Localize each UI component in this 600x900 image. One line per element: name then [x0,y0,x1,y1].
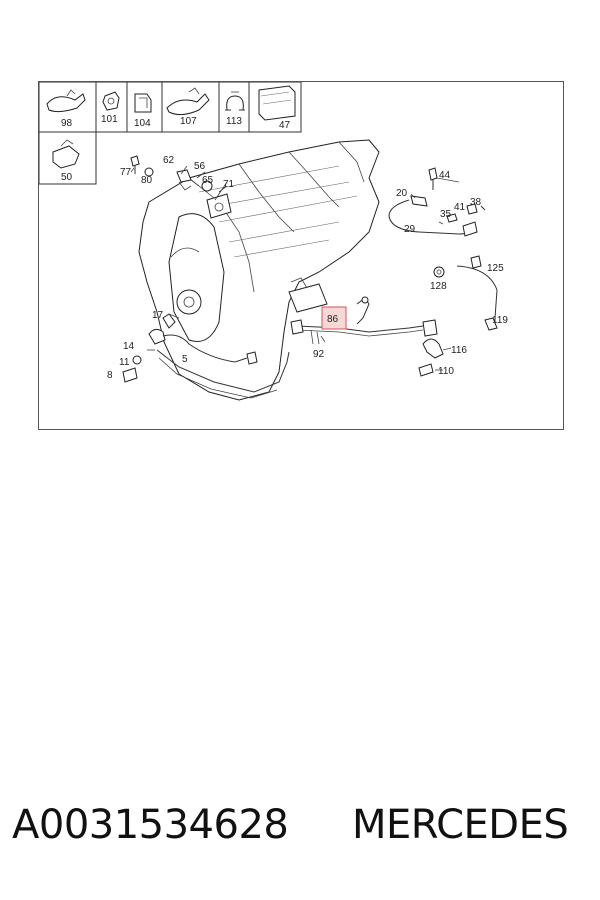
crank-sensor-cable [388,167,486,237]
callout-92: 92 [313,349,325,360]
callout-44: 44 [439,170,451,181]
parts-diagram: 98 101 104 107 [38,81,564,430]
callout-86: 86 [327,314,339,325]
highlight-box-86 [321,306,347,330]
nut-101-icon [102,91,120,111]
callout-77: 77 [120,167,132,178]
callout-125: 125 [487,263,504,274]
parts-legend-box: 98 101 104 107 [39,82,302,185]
callout-17: 17 [152,310,164,321]
callout-65: 65 [202,175,214,186]
leader-lines [130,165,460,371]
callout-56: 56 [194,161,206,172]
bracket-104-icon [134,93,152,113]
callout-119: 119 [492,315,508,326]
clamp-107-icon [166,87,210,116]
callout-107: 107 [180,116,197,127]
hose-clip-113-icon [225,91,245,111]
callout-38: 38 [470,197,482,208]
callout-110: 110 [438,366,454,377]
callout-104: 104 [134,118,151,129]
callout-8: 8 [107,370,113,381]
callout-71: 71 [223,179,235,190]
oil-level-sensor-cable [122,313,258,383]
callout-113: 113 [226,116,242,127]
callout-29: 29 [404,224,416,235]
sensor-assembly-top [130,155,213,192]
callout-5: 5 [182,354,188,365]
callout-98: 98 [61,118,73,129]
callout-62: 62 [163,155,175,166]
footer: A0031534628 MERCEDES [0,800,600,870]
legend-row-border [39,82,302,133]
part-number: A0031534628 [12,802,289,848]
ground-cable [433,255,498,331]
clip-50-icon [52,139,80,169]
callout-116: 116 [451,345,467,356]
callout-128: 128 [430,281,447,292]
callout-20: 20 [396,188,408,199]
callout-101: 101 [101,114,118,125]
brand-name: MERCEDES [352,802,569,848]
callout-41: 41 [454,202,466,213]
clip-98-icon [46,89,86,113]
engine-block-illustration [138,139,380,401]
diagram-canvas: 98 101 104 107 [39,82,508,401]
callout-35: 35 [440,209,452,220]
callout-80: 80 [141,175,153,186]
clip-116-110 [418,338,444,377]
callout-11: 11 [119,357,130,368]
legend-cell-50 [39,131,97,185]
callout-50: 50 [61,172,73,183]
cover-plate-47-icon [258,85,296,121]
callout-14: 14 [123,341,135,352]
callout-47: 47 [279,120,291,131]
